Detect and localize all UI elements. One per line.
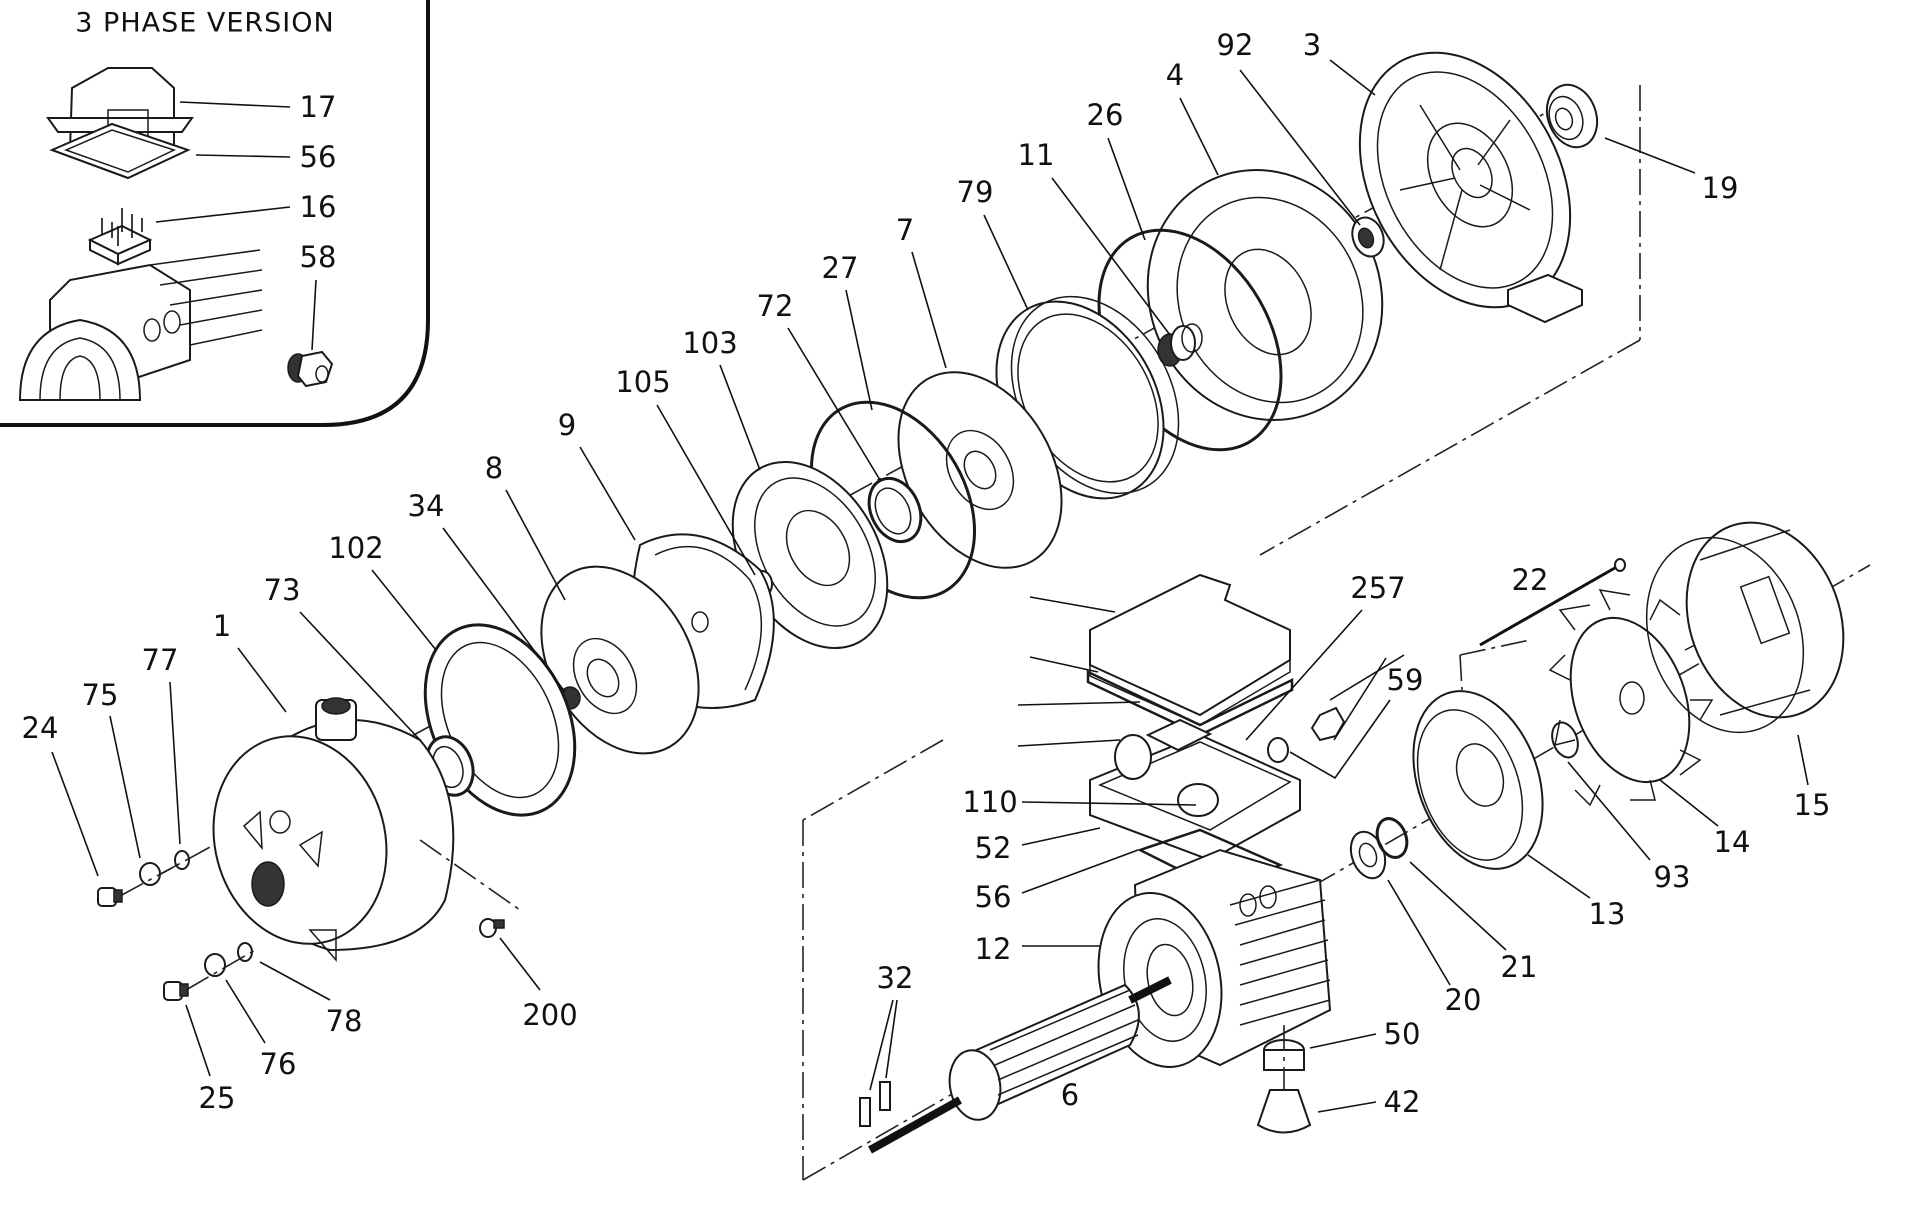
terminal-box-body[interactable] <box>1089 706 1346 862</box>
part-callout-9: 9 <box>558 408 576 442</box>
washer-76[interactable] <box>204 953 226 977</box>
part-callout-93: 93 <box>1654 860 1691 894</box>
part-callout-103: 103 <box>682 326 737 360</box>
part-callout-21: 21 <box>1501 950 1538 984</box>
part-callout-8: 8 <box>485 451 503 485</box>
part-callout-79: 79 <box>957 175 994 209</box>
inset-callout-labels: 17 56 16 58 <box>300 90 337 274</box>
bracket-3[interactable] <box>1318 16 1613 344</box>
drain-plug-25[interactable] <box>163 981 189 1001</box>
fan-cover-15[interactable] <box>1620 500 1869 754</box>
gasket-56-inset[interactable] <box>49 122 191 180</box>
part-callout-200: 200 <box>522 998 577 1032</box>
inset-callout-17: 17 <box>300 90 337 124</box>
part-callout-78: 78 <box>326 1004 363 1038</box>
fan-clip-93[interactable] <box>1548 719 1583 761</box>
part-callout-14: 14 <box>1714 825 1751 859</box>
part-callout-3: 3 <box>1303 28 1321 62</box>
part-callout-72: 72 <box>757 289 794 323</box>
part-callout-12: 12 <box>975 932 1012 966</box>
keys-32[interactable] <box>859 1081 891 1127</box>
inset-border <box>0 0 430 427</box>
part-callout-50: 50 <box>1384 1017 1421 1051</box>
part-callout-75: 75 <box>82 678 119 712</box>
part-callout-42: 42 <box>1384 1085 1421 1119</box>
part-callout-56: 56 <box>975 880 1012 914</box>
rotor-6[interactable] <box>868 976 1172 1154</box>
part-callout-11: 11 <box>1018 138 1055 172</box>
part-callout-25: 25 <box>199 1081 236 1115</box>
plug-24[interactable] <box>97 887 123 907</box>
leader-lines <box>51 59 1809 1113</box>
part-callout-22: 22 <box>1512 563 1549 597</box>
part-callout-24: 24 <box>22 711 59 745</box>
mechanical-seal-11[interactable] <box>1157 323 1203 367</box>
inset-callout-16: 16 <box>300 190 337 224</box>
part-callout-59: 59 <box>1387 663 1424 697</box>
part-callout-92: 92 <box>1217 28 1254 62</box>
bearing-20[interactable] <box>1345 827 1391 883</box>
inset-leader-lines <box>155 101 317 351</box>
tie-rod-22[interactable] <box>1479 558 1626 647</box>
part-callout-257: 257 <box>1350 571 1405 605</box>
part-callout-73: 73 <box>264 573 301 607</box>
part-callout-4: 4 <box>1166 58 1184 92</box>
rear-bracket-13[interactable] <box>1390 673 1566 887</box>
fan-14[interactable] <box>1548 589 1714 807</box>
inset-3-phase: 3 PHASE VERSION <box>0 0 430 427</box>
part-callout-102: 102 <box>328 531 383 565</box>
screw-200[interactable] <box>479 918 505 938</box>
part-callout-32: 32 <box>877 961 914 995</box>
inset-callout-56: 56 <box>300 140 337 174</box>
wave-washer-21[interactable] <box>1372 814 1412 861</box>
part-callout-34: 34 <box>408 489 445 523</box>
part-callout-7: 7 <box>896 213 914 247</box>
part-callout-105: 105 <box>615 365 670 399</box>
part-callout-1: 1 <box>213 609 231 643</box>
part-callout-6: 6 <box>1061 1078 1079 1112</box>
part-callout-15: 15 <box>1794 788 1831 822</box>
wear-ring-72[interactable] <box>859 470 930 550</box>
part-callout-76: 76 <box>260 1047 297 1081</box>
foot-42[interactable] <box>1256 1089 1312 1134</box>
inset-callout-58: 58 <box>300 240 337 274</box>
pump-casing-1[interactable] <box>191 697 455 963</box>
motor-frame-inset <box>18 249 263 401</box>
washer-75[interactable] <box>139 862 161 886</box>
terminal-box-lid[interactable] <box>1089 573 1291 726</box>
part-callout-110: 110 <box>962 785 1017 819</box>
bearing-19[interactable] <box>1539 78 1606 155</box>
part-callout-26: 26 <box>1087 98 1124 132</box>
part-callout-20: 20 <box>1445 983 1482 1017</box>
bearing-seal-92[interactable] <box>1347 213 1389 261</box>
part-callout-19: 19 <box>1702 171 1739 205</box>
diffuser-plate-7[interactable] <box>865 343 1095 597</box>
terminal-block-16[interactable] <box>87 208 153 266</box>
part-callout-77: 77 <box>142 643 179 677</box>
part-callout-13: 13 <box>1589 897 1626 931</box>
inset-title: 3 PHASE VERSION <box>75 8 334 39</box>
cable-gland-58[interactable] <box>287 350 334 388</box>
lid-gasket[interactable] <box>1086 670 1294 737</box>
part-callout-52: 52 <box>975 831 1012 865</box>
part-callout-27: 27 <box>822 251 859 285</box>
